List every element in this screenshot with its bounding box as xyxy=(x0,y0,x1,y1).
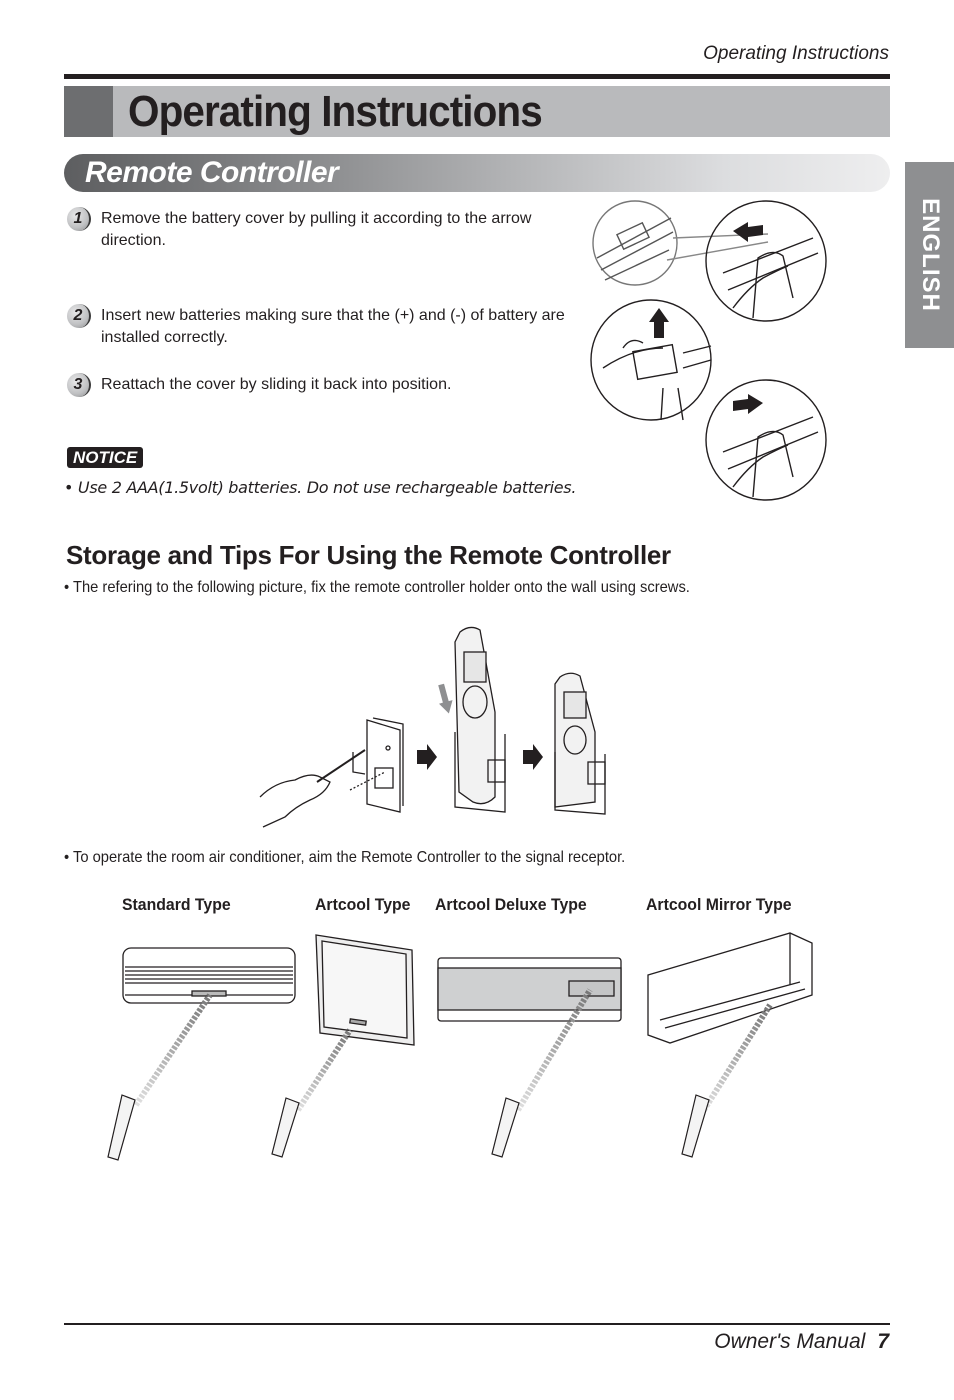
remote-icon xyxy=(271,1097,300,1158)
remote-icon xyxy=(491,1097,520,1158)
title-bar: Operating Instructions xyxy=(64,86,890,137)
running-head: Operating Instructions xyxy=(703,43,889,64)
arrow-left-icon xyxy=(733,222,763,242)
top-rule xyxy=(64,74,890,79)
bottom-rule xyxy=(64,1323,890,1325)
manual-label: Owner's Manual xyxy=(714,1330,866,1353)
arrow-down-icon xyxy=(438,683,453,714)
language-label: ENGLISH xyxy=(916,198,944,312)
unit-type-label: Artcool Deluxe Type xyxy=(435,895,587,914)
arrow-right-icon xyxy=(417,744,437,770)
step-number-badge: 2 xyxy=(67,304,91,328)
unit-type-label: Artcool Type xyxy=(315,895,411,914)
step-number-badge: 1 xyxy=(67,207,91,231)
step-text: Reattach the cover by sliding it back in… xyxy=(101,376,452,393)
unit-types-illustration xyxy=(107,932,813,1161)
step-number-badge: 3 xyxy=(67,373,91,397)
section-header: Remote Controller xyxy=(64,154,890,192)
notice-badge: NOTICE xyxy=(67,447,144,468)
page-title: Operating Instructions xyxy=(128,87,543,136)
section-title: Remote Controller xyxy=(85,156,339,189)
remote-holder-illustration xyxy=(259,626,606,828)
page-number: 7 xyxy=(877,1330,889,1353)
storage-heading: Storage and Tips For Using the Remote Co… xyxy=(66,540,671,570)
remote-icon xyxy=(681,1094,710,1158)
battery-replacement-illustration xyxy=(590,200,827,501)
step-text: Insert new batteries making sure that th… xyxy=(101,307,565,346)
notice-text: • Use 2 AAA(1.5volt) batteries. Do not u… xyxy=(64,478,577,497)
holder-instruction: • The refering to the following picture,… xyxy=(64,579,690,596)
unit-type-label: Artcool Mirror Type xyxy=(646,895,792,914)
language-tab: ENGLISH xyxy=(905,162,954,348)
arrow-right-icon xyxy=(733,394,763,414)
title-square xyxy=(64,86,113,137)
operate-instruction: • To operate the room air conditioner, a… xyxy=(64,849,626,866)
unit-type-label: Standard Type xyxy=(122,895,231,914)
arrow-up-icon xyxy=(649,308,669,338)
arrow-right-icon xyxy=(523,744,543,770)
step-text: Remove the battery cover by pulling it a… xyxy=(101,210,532,249)
remote-icon xyxy=(107,1094,136,1161)
page-footer: Owner's Manual 7 xyxy=(714,1330,889,1354)
